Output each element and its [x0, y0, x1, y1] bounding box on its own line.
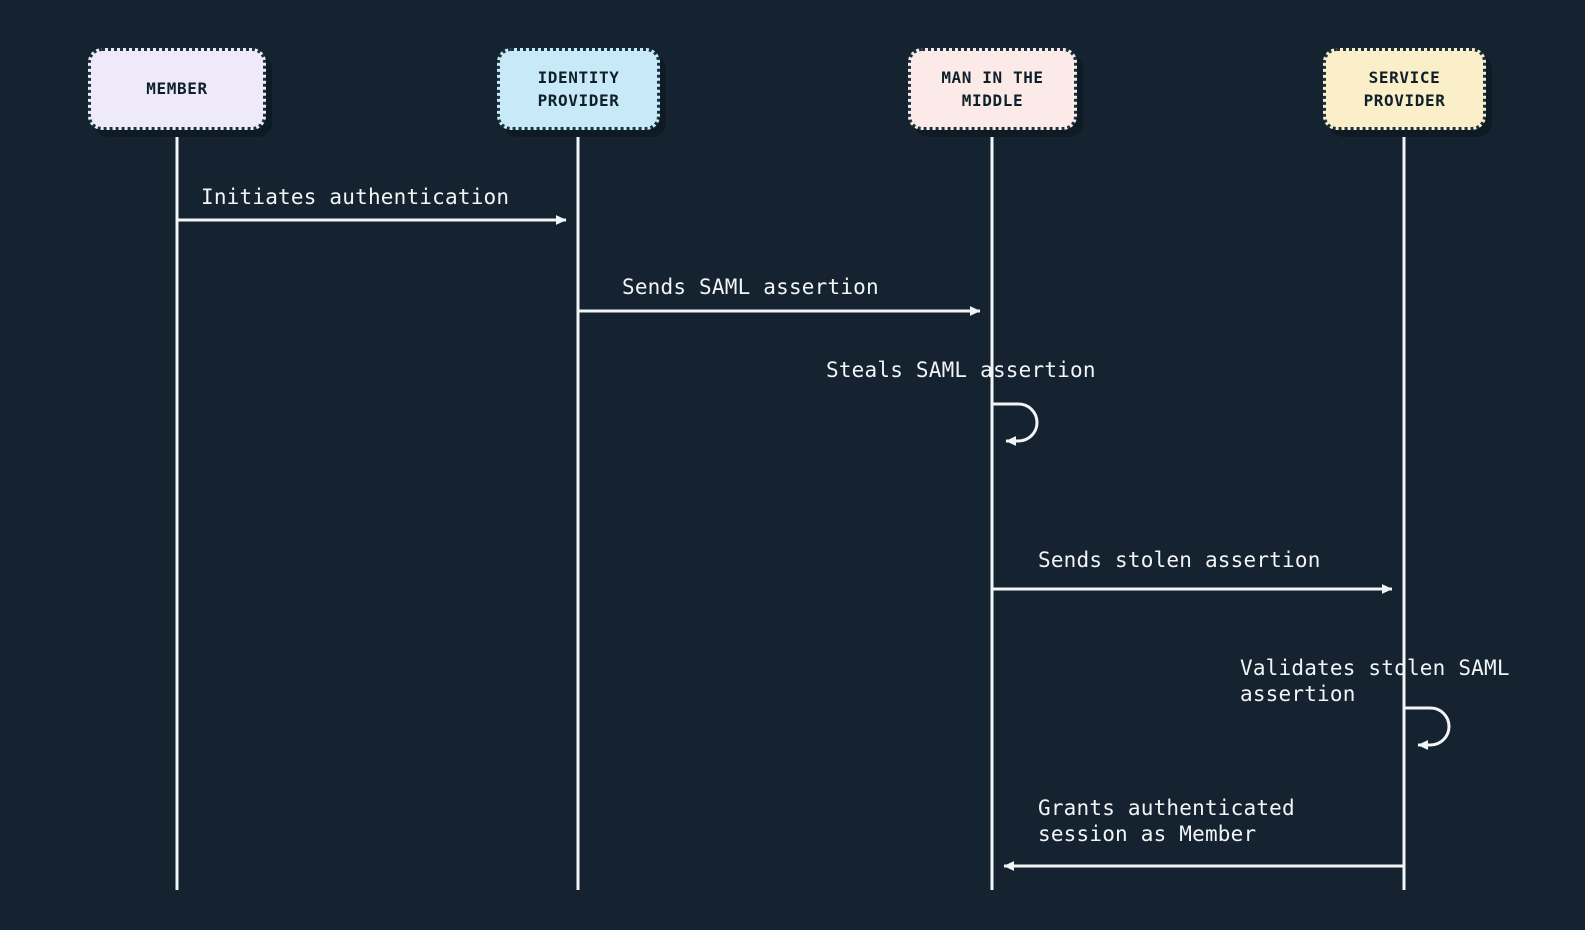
participant-box-identity-provider[interactable]: IDENTITY PROVIDER — [497, 48, 660, 130]
participant-box-member[interactable]: MEMBER — [88, 48, 266, 130]
participant-label-man-in-the-middle: MAN IN THE MIDDLE — [941, 67, 1044, 110]
message-label-steals-saml-assertion: Steals SAML assertion — [826, 358, 1096, 382]
message-label-initiates-authentication: Initiates authentication — [201, 185, 510, 209]
message-label-sends-stolen-assertion: Sends stolen assertion — [1038, 548, 1321, 572]
participant-label-member: MEMBER — [146, 79, 208, 99]
self-loop-arrow-steals-saml-assertion — [992, 402, 1039, 446]
participant-box-service-provider[interactable]: SERVICE PROVIDER — [1323, 48, 1486, 130]
self-loop-arrow-validates-stolen-saml-assertion — [1404, 706, 1451, 750]
participant-label-service-provider: SERVICE PROVIDER — [1363, 67, 1446, 110]
message-label-validates-stolen-saml-assertion: Validates stolen SAML assertion — [1240, 656, 1510, 707]
message-arrows-group — [177, 215, 1451, 871]
participant-label-identity-provider: IDENTITY PROVIDER — [537, 67, 620, 110]
message-label-sends-saml-assertion: Sends SAML assertion — [622, 275, 879, 299]
lifelines-group — [175, 133, 1406, 890]
participant-box-man-in-the-middle[interactable]: MAN IN THE MIDDLE — [908, 48, 1077, 130]
message-label-grants-authenticated-session: Grants authenticated session as Member — [1038, 796, 1295, 847]
